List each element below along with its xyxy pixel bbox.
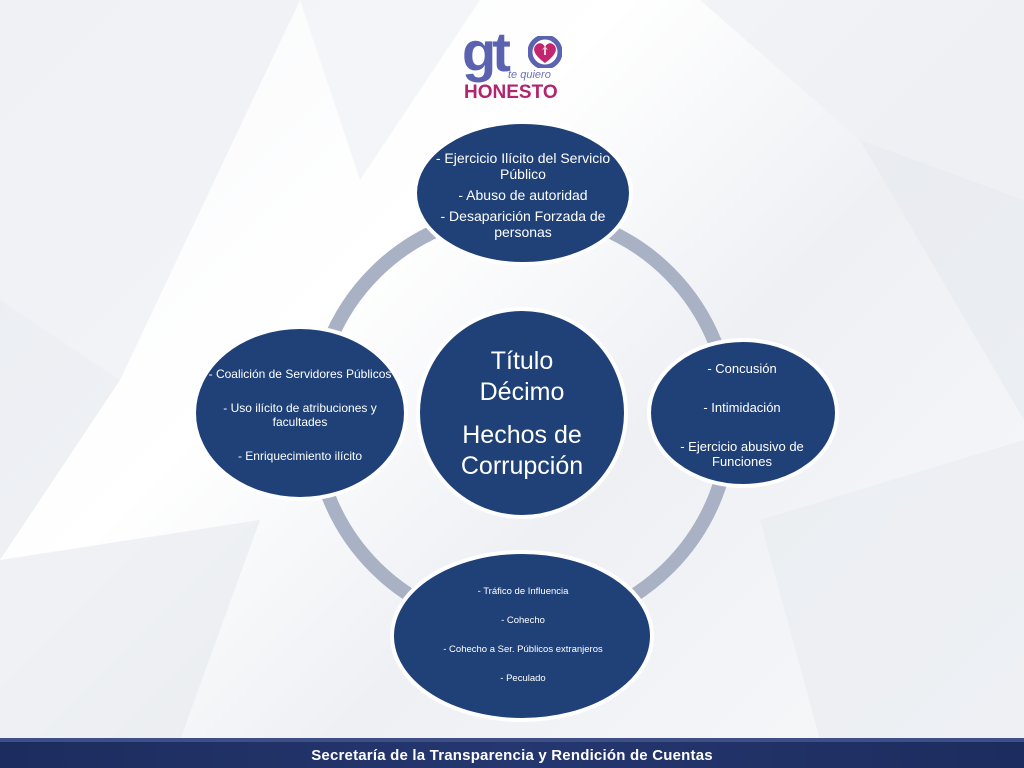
node-bottom-item: - Cohecho a Ser. Públicos extranjeros bbox=[443, 644, 603, 655]
node-top-shape bbox=[413, 120, 633, 266]
logo-word: HONESTO bbox=[464, 82, 558, 103]
node-left-item: - Enriquecimiento ilícito bbox=[237, 449, 363, 463]
node-top: - Ejercicio Ilícito del Servicio Público… bbox=[425, 140, 621, 250]
node-center: Título Décimo Hechos de Corrupción bbox=[420, 330, 624, 498]
node-right-item: - Intimidación bbox=[703, 400, 781, 415]
node-right-item: - Ejercicio abusivo de Funciones bbox=[680, 439, 804, 469]
node-bottom: - Tráfico de Influencia - Cohecho - Cohe… bbox=[400, 570, 646, 700]
footer-bar: Secretaría de la Transparencia y Rendici… bbox=[0, 742, 1024, 768]
node-top-item: - Ejercicio Ilícito del Servicio Público bbox=[435, 150, 611, 182]
node-right: - Concusión - Intimidación - Ejercicio a… bbox=[650, 345, 834, 485]
center-subtitle-line: Hechos de bbox=[462, 421, 582, 449]
node-left: - Coalición de Servidores Públicos - Uso… bbox=[200, 335, 400, 495]
node-bottom-item: - Tráfico de Influencia bbox=[477, 586, 569, 597]
node-left-item: - Uso ilícito de atribuciones y facultad… bbox=[223, 401, 377, 429]
center-subtitle-line: Corrupción bbox=[460, 452, 584, 480]
node-top-item: - Abuso de autoridad bbox=[458, 187, 588, 203]
node-bottom-item: - Peculado bbox=[500, 673, 546, 684]
node-left-item: - Coalición de Servidores Públicos bbox=[208, 367, 392, 381]
center-title-line: Décimo bbox=[479, 378, 565, 406]
node-right-item: - Concusión bbox=[707, 361, 777, 376]
node-bottom-item: - Cohecho bbox=[501, 615, 545, 626]
node-right-shape bbox=[647, 338, 839, 488]
node-bottom-shape bbox=[390, 550, 654, 722]
logo-tagline: te quiero bbox=[508, 69, 551, 81]
logo-brand: gt bbox=[462, 20, 511, 83]
center-title-line: Título bbox=[490, 347, 554, 375]
footer-stripe bbox=[0, 738, 1024, 742]
node-left-shape bbox=[192, 325, 408, 501]
node-center-shape bbox=[416, 307, 628, 519]
gto-honesto-logo: gt te quiero HONESTO bbox=[458, 24, 570, 104]
heart-icon bbox=[528, 36, 562, 68]
footer-text: Secretaría de la Transparencia y Rendici… bbox=[311, 746, 713, 764]
node-top-item: - Desaparición Forzada de personas bbox=[440, 208, 606, 240]
